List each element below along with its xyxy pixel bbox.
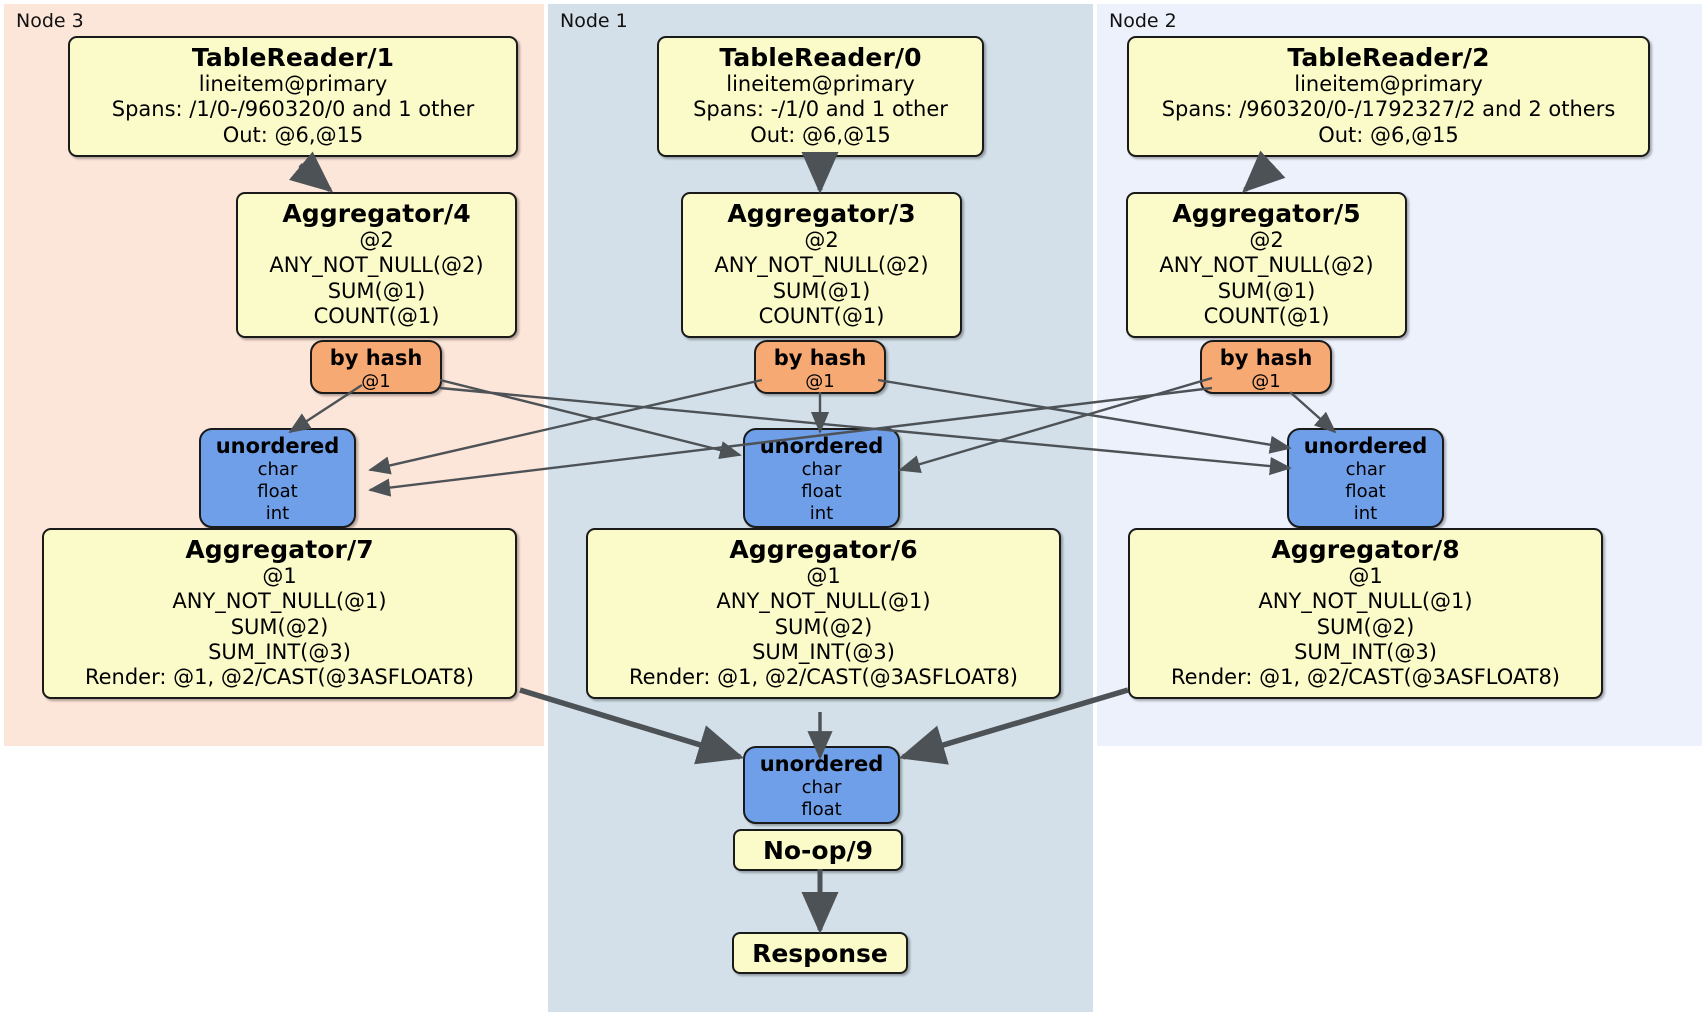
processor-agg-fn-3: COUNT(@1): [1203, 303, 1330, 328]
processor-title: Aggregator/8: [1271, 535, 1460, 564]
processor-box-tablereader-2[interactable]: TableReader/2 lineitem@primary Spans: /9…: [1127, 36, 1650, 157]
processor-table: lineitem@primary: [726, 72, 915, 97]
processor-title: TableReader/2: [1287, 43, 1490, 72]
processor-agg-fn-2: SUM(@1): [772, 278, 871, 303]
router-type-2: float: [1345, 481, 1386, 503]
response-label: Response: [752, 938, 888, 968]
processor-group-key: @1: [806, 564, 841, 589]
processor-table: lineitem@primary: [198, 72, 388, 97]
input-synchronizer-unordered-aggregator-8[interactable]: unordered char float int: [1287, 428, 1444, 528]
router-title: by hash: [773, 346, 867, 370]
node-panel-label-node-3: Node 3: [16, 10, 84, 32]
node-panel-label-node-2: Node 2: [1109, 10, 1177, 32]
router-type-1: char: [257, 459, 298, 481]
router-type-1: char: [801, 459, 842, 481]
processor-agg-fn-1: ANY_NOT_NULL(@2): [1159, 253, 1374, 278]
router-title: by hash: [1219, 346, 1313, 370]
processor-agg-fn-3: SUM_INT(@3): [752, 639, 895, 664]
processor-agg-fn-1: ANY_NOT_NULL(@2): [714, 253, 929, 278]
processor-agg-fn-3: SUM_INT(@3): [208, 639, 351, 664]
output-router-by-hash-aggregator-4[interactable]: by hash @1: [310, 340, 442, 394]
processor-group-key: @1: [1348, 564, 1383, 589]
router-hash-column: @1: [1251, 371, 1281, 393]
processor-title: Aggregator/4: [282, 199, 471, 228]
router-type-3: int: [1353, 503, 1378, 525]
processor-agg-fn-3: COUNT(@1): [313, 303, 440, 328]
router-type-2: float: [801, 799, 842, 821]
input-synchronizer-unordered-aggregator-6[interactable]: unordered char float int: [743, 428, 900, 528]
router-title: unordered: [759, 752, 884, 776]
processor-render: Render: @1, @2/CAST(@3ASFLOAT8): [84, 665, 475, 689]
processor-out: Out: @6,@15: [750, 122, 891, 147]
input-synchronizer-unordered-final[interactable]: unordered char float: [743, 746, 900, 824]
processor-spans: Spans: /960320/0-/1792327/2 and 2 others: [1161, 97, 1616, 122]
node-panel-label-node-1: Node 1: [560, 10, 628, 32]
processor-box-aggregator-3[interactable]: Aggregator/3 @2 ANY_NOT_NULL(@2) SUM(@1)…: [681, 192, 962, 338]
processor-out: Out: @6,@15: [222, 122, 364, 147]
processor-box-aggregator-7[interactable]: Aggregator/7 @1 ANY_NOT_NULL(@1) SUM(@2)…: [42, 528, 517, 700]
processor-agg-fn-2: SUM(@1): [327, 278, 426, 303]
processor-agg-fn-2: SUM(@2): [774, 614, 873, 639]
router-type-1: char: [801, 777, 842, 799]
processor-title: TableReader/0: [719, 43, 922, 72]
processor-group-key: @1: [262, 564, 297, 589]
processor-box-tablereader-0[interactable]: TableReader/0 lineitem@primary Spans: -/…: [657, 36, 984, 157]
processor-title: Aggregator/5: [1172, 199, 1361, 228]
router-type-2: float: [801, 481, 842, 503]
processor-group-key: @2: [1249, 228, 1284, 253]
processor-agg-fn-1: ANY_NOT_NULL(@2): [269, 253, 484, 278]
processor-agg-fn-3: COUNT(@1): [758, 303, 885, 328]
router-hash-column: @1: [805, 371, 835, 393]
router-type-2: float: [257, 481, 298, 503]
router-title: unordered: [215, 434, 340, 458]
router-type-1: char: [1345, 459, 1386, 481]
input-synchronizer-unordered-aggregator-7[interactable]: unordered char float int: [199, 428, 356, 528]
processor-box-aggregator-4[interactable]: Aggregator/4 @2 ANY_NOT_NULL(@2) SUM(@1)…: [236, 192, 517, 338]
router-title: by hash: [329, 346, 423, 370]
processor-table: lineitem@primary: [1294, 72, 1483, 97]
processor-title: No-op/9: [762, 835, 874, 865]
output-router-by-hash-aggregator-3[interactable]: by hash @1: [754, 340, 886, 394]
processor-render: Render: @1, @2/CAST(@3ASFLOAT8): [628, 665, 1019, 689]
processor-title: Aggregator/6: [729, 535, 918, 564]
router-title: unordered: [759, 434, 884, 458]
processor-group-key: @2: [359, 228, 394, 253]
processor-agg-fn-2: SUM(@1): [1217, 278, 1316, 303]
processor-title: TableReader/1: [191, 43, 395, 72]
router-type-3: int: [809, 503, 834, 525]
processor-spans: Spans: /1/0-/960320/0 and 1 other: [111, 97, 475, 122]
processor-agg-fn-1: ANY_NOT_NULL(@1): [1258, 589, 1473, 614]
processor-box-noop-9[interactable]: No-op/9: [733, 829, 903, 871]
processor-box-tablereader-1[interactable]: TableReader/1 lineitem@primary Spans: /1…: [68, 36, 518, 157]
processor-box-aggregator-6[interactable]: Aggregator/6 @1 ANY_NOT_NULL(@1) SUM(@2)…: [586, 528, 1061, 700]
router-title: unordered: [1303, 434, 1428, 458]
processor-agg-fn-2: SUM(@2): [1316, 614, 1415, 639]
processor-spans: Spans: -/1/0 and 1 other: [693, 97, 948, 122]
router-type-3: int: [265, 503, 290, 525]
response-box[interactable]: Response: [732, 932, 908, 974]
router-hash-column: @1: [361, 371, 391, 393]
processor-render: Render: @1, @2/CAST(@3ASFLOAT8): [1170, 665, 1561, 689]
processor-title: Aggregator/3: [727, 199, 916, 228]
processor-box-aggregator-5[interactable]: Aggregator/5 @2 ANY_NOT_NULL(@2) SUM(@1)…: [1126, 192, 1407, 338]
processor-agg-fn-1: ANY_NOT_NULL(@1): [716, 589, 931, 614]
processor-agg-fn-2: SUM(@2): [230, 614, 329, 639]
output-router-by-hash-aggregator-5[interactable]: by hash @1: [1200, 340, 1332, 394]
processor-out: Out: @6,@15: [1318, 122, 1459, 147]
processor-group-key: @2: [804, 228, 839, 253]
processor-agg-fn-3: SUM_INT(@3): [1294, 639, 1437, 664]
processor-agg-fn-1: ANY_NOT_NULL(@1): [172, 589, 387, 614]
processor-box-aggregator-8[interactable]: Aggregator/8 @1 ANY_NOT_NULL(@1) SUM(@2)…: [1128, 528, 1603, 700]
processor-title: Aggregator/7: [185, 535, 374, 564]
